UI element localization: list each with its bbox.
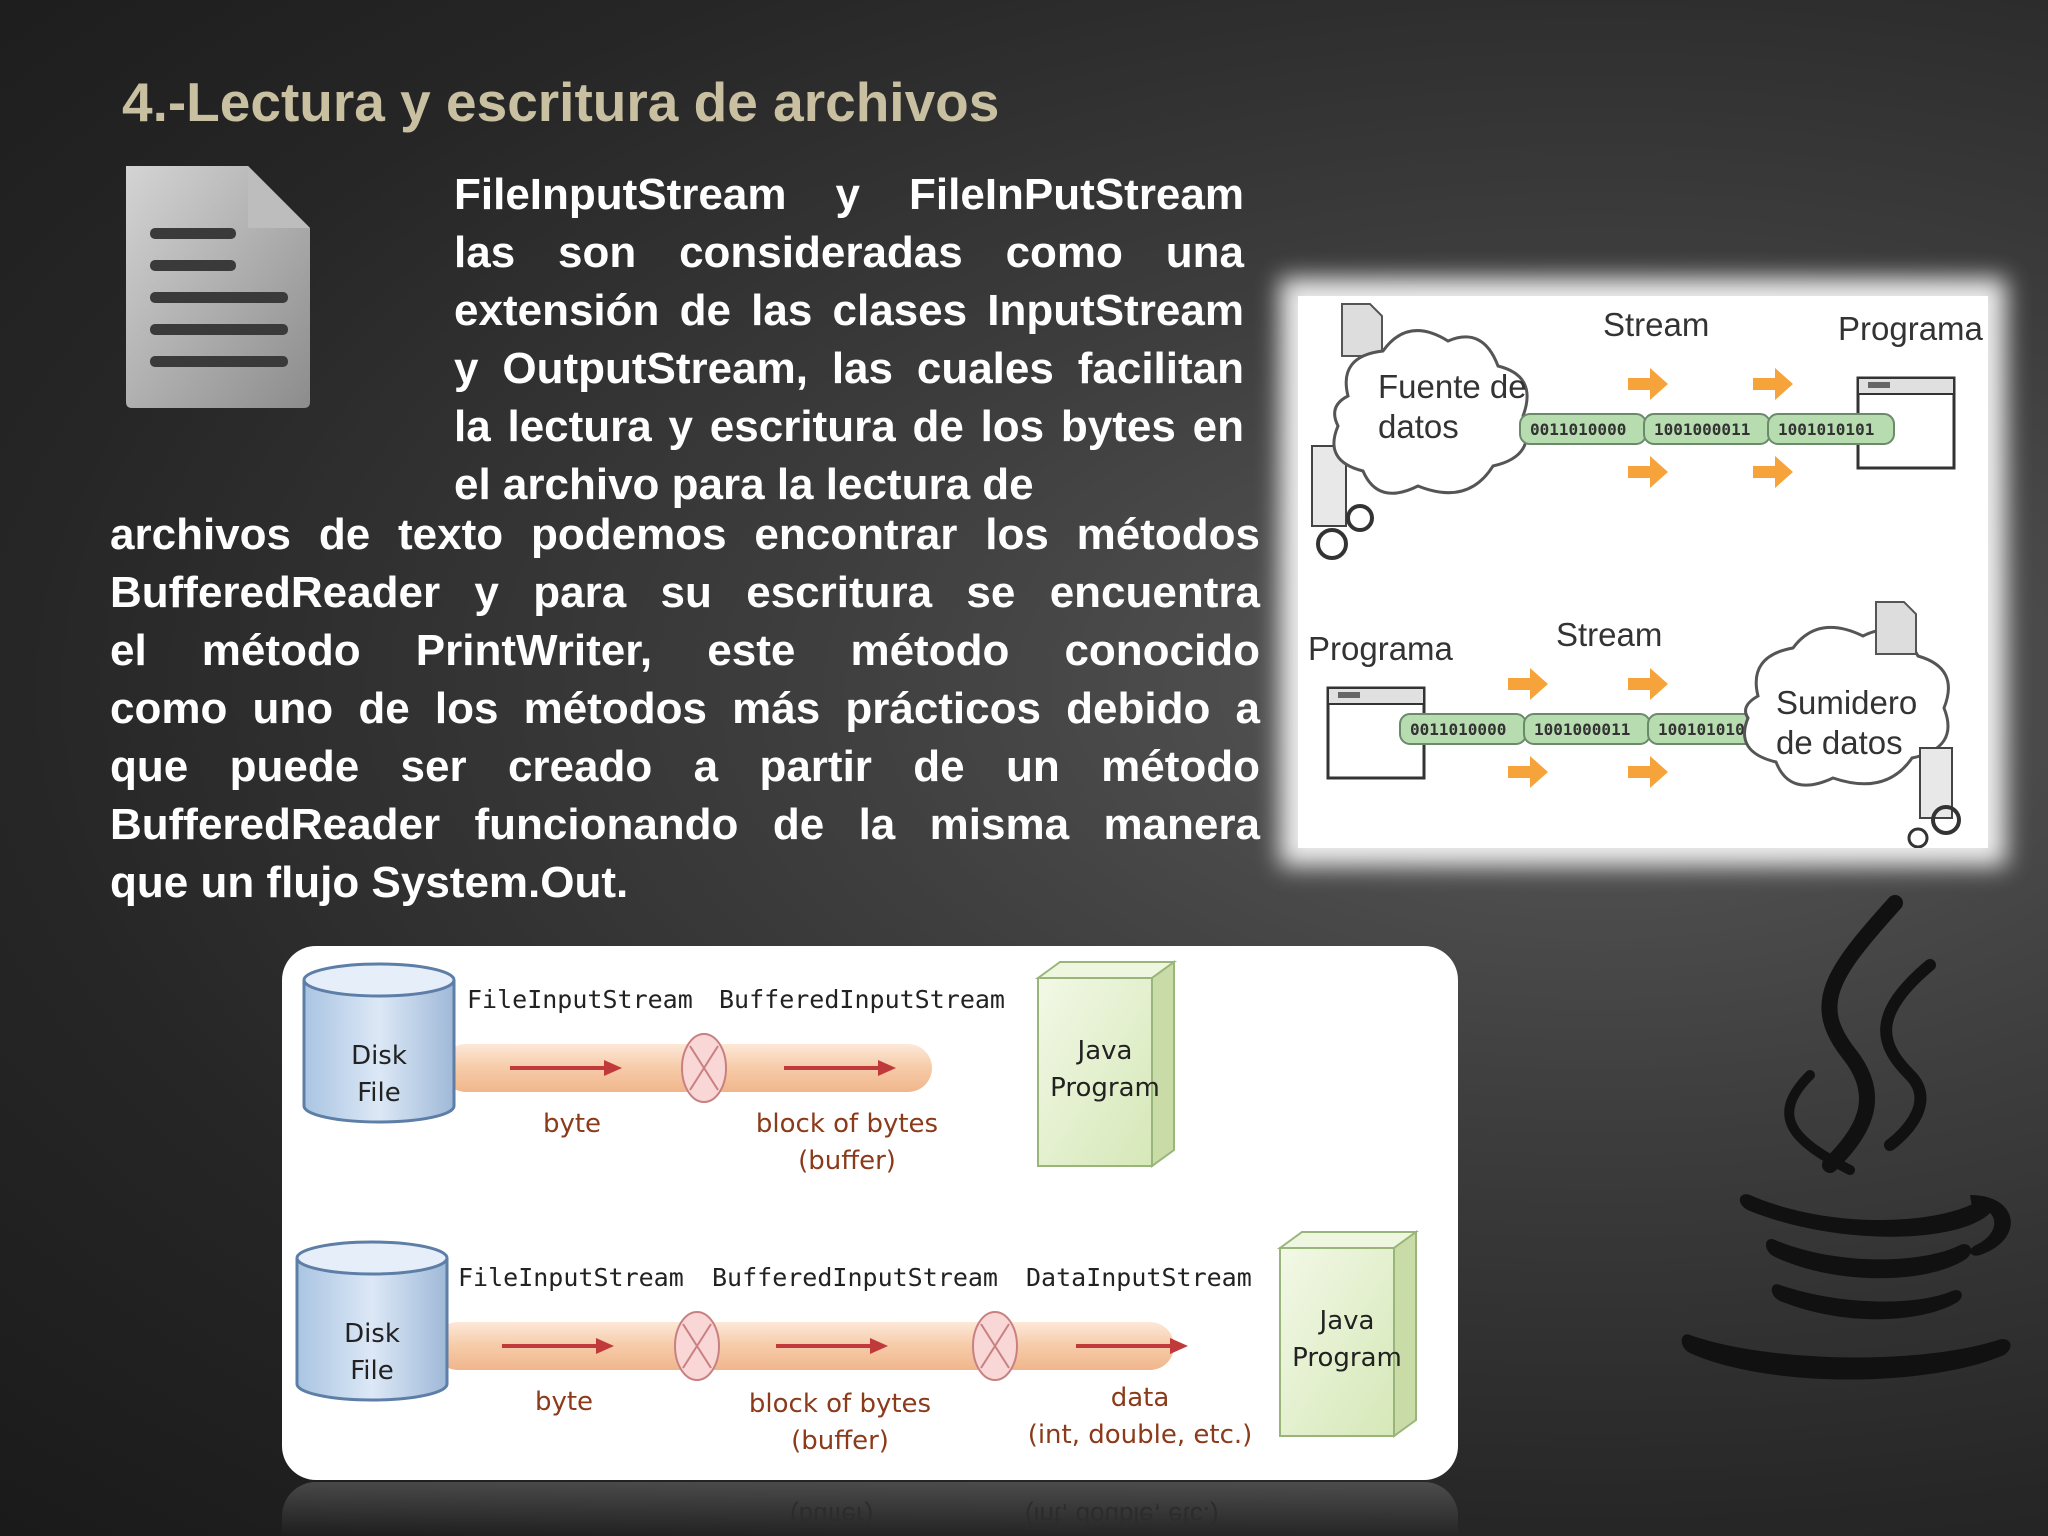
program-window-icon xyxy=(1326,686,1426,780)
program-label-top: Programa xyxy=(1838,310,1984,347)
source-label-line2: datos xyxy=(1378,408,1459,445)
stream-name: BufferedInputStream xyxy=(719,985,1005,1014)
stream-name: FileInputStream xyxy=(467,985,693,1014)
bytes-value: 1001010101 xyxy=(1778,420,1874,439)
bytes-value: 1001000011 xyxy=(1534,720,1630,739)
flow-label: byte xyxy=(543,1109,601,1139)
program-label-line1: Java xyxy=(1076,1036,1133,1066)
stream-label-top: Stream xyxy=(1603,306,1709,343)
bytes-value: 1001010101 xyxy=(1658,720,1754,739)
program-window-icon xyxy=(1856,376,1956,470)
stream-figure: Fuente de datos Stream Programa 00110100… xyxy=(1298,296,1988,848)
sink-label-line2: de datos xyxy=(1776,724,1903,761)
program-label-line1: Java xyxy=(1318,1306,1375,1336)
io-stream-diagram: Disk File FileInputStream BufferedInputS… xyxy=(282,946,1458,1480)
paragraph-line: el archivo para la lectura de xyxy=(454,460,1034,509)
program-label-bottom: Programa xyxy=(1308,630,1454,667)
paragraph-line: que puede ser creado a partir de un méto… xyxy=(110,742,1260,791)
stream-junction-icon xyxy=(681,1033,727,1103)
bytes-value: 1001000011 xyxy=(1654,420,1750,439)
sink-label-line1: Sumidero xyxy=(1776,684,1917,721)
diagram-reflection xyxy=(282,1482,1458,1536)
paragraph-line: como uno de los métodos más prácticos de… xyxy=(110,684,1260,733)
disk-label-line2: File xyxy=(350,1356,394,1386)
flow-label: (buffer) xyxy=(791,1426,889,1456)
flow-label: block of bytes xyxy=(749,1389,931,1419)
stream-name: DataInputStream xyxy=(1026,1263,1252,1292)
bytes-value: 0011010000 xyxy=(1410,720,1506,739)
paragraph-line: las son consideradas como una xyxy=(454,228,1244,277)
stream-name: BufferedInputStream xyxy=(712,1263,998,1292)
disk-file-icon xyxy=(295,1240,449,1402)
paragraph-line: la lectura y escritura de los bytes en xyxy=(454,402,1244,451)
sink-server-icon xyxy=(1875,601,1961,848)
stream-junction-icon xyxy=(972,1311,1018,1381)
disk-label-line1: Disk xyxy=(344,1319,400,1349)
disk-label-line1: Disk xyxy=(351,1041,407,1071)
stream-label-bottom: Stream xyxy=(1556,616,1662,653)
paragraph-line: que un flujo System.Out. xyxy=(110,858,629,907)
flow-label: block of bytes xyxy=(756,1109,938,1139)
orange-arrow-icon xyxy=(1508,668,1668,788)
source-label-line1: Fuente de xyxy=(1378,368,1527,405)
paragraph-line: extensión de las clases InputStream xyxy=(454,286,1244,335)
paragraph-line: BufferedReader y para su escritura se en… xyxy=(110,568,1260,617)
reflection-label: (int, double, etc.) xyxy=(1025,1501,1219,1531)
reflection-label: (buffer) xyxy=(790,1501,874,1531)
red-arrow-icon xyxy=(502,1338,1188,1354)
stream-junction-icon xyxy=(674,1311,720,1381)
bytes-bar: 0011010000 1001000011 1001010101 xyxy=(1399,713,1775,745)
red-arrow-icon xyxy=(510,1060,896,1076)
disk-label-line2: File xyxy=(357,1078,401,1108)
paragraph-line: BufferedReader funcionando de la misma m… xyxy=(110,800,1260,849)
bytes-bar: 0011010000 1001000011 1001010101 xyxy=(1519,413,1895,445)
document-icon xyxy=(126,166,310,408)
program-label-line2: Program xyxy=(1050,1073,1160,1103)
java-program-box xyxy=(1034,960,1178,1168)
sink-cloud xyxy=(1743,625,1950,787)
disk-file-icon xyxy=(302,962,456,1124)
paragraph-line: y OutputStream, las cuales facilitan xyxy=(454,344,1244,393)
paragraph-line: el método PrintWriter, este método conoc… xyxy=(110,626,1260,675)
program-label-line2: Program xyxy=(1292,1343,1402,1373)
stream-name: FileInputStream xyxy=(458,1263,684,1292)
orange-arrow-icon xyxy=(1628,368,1793,488)
flow-label: (int, double, etc.) xyxy=(1028,1420,1253,1450)
java-program-box xyxy=(1276,1230,1420,1438)
flow-label: data xyxy=(1111,1383,1170,1413)
paragraph-line: FileInputStream y FileInPutStream xyxy=(454,170,1244,219)
slide-title: 4.-Lectura y escritura de archivos xyxy=(122,71,1000,133)
flow-label: byte xyxy=(535,1387,593,1417)
java-logo-icon xyxy=(1681,895,2011,1380)
paragraph-bottom: archivos de texto podemos encontrar los … xyxy=(110,506,1260,912)
paragraph-top: FileInputStream y FileInPutStream las so… xyxy=(396,166,1244,514)
bytes-value: 0011010000 xyxy=(1530,420,1626,439)
paragraph-line: archivos de texto podemos encontrar los … xyxy=(110,510,1260,559)
source-cloud xyxy=(1332,329,1529,495)
flow-label: (buffer) xyxy=(798,1146,896,1176)
